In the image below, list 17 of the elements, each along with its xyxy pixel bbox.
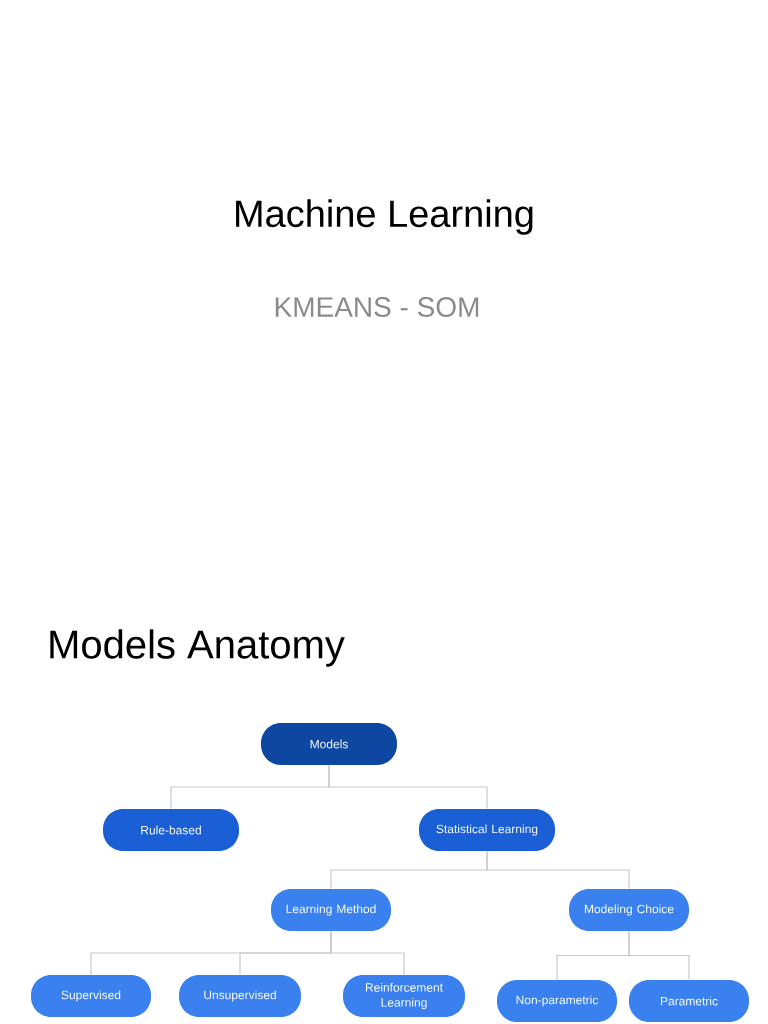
rounded-box: Modeling Choice — [569, 889, 689, 931]
rounded-box: Supervised — [31, 975, 151, 1017]
rounded-box: Unsupervised — [179, 975, 301, 1017]
rounded-box: Rule-based — [103, 809, 239, 851]
rounded-box: Reinforcement Learning — [343, 975, 465, 1017]
connector-line — [330, 930, 405, 976]
rounded-box: Parametric — [629, 980, 749, 1022]
slide-heading: Models Anatomy — [50, 629, 345, 667]
connector-line — [328, 764, 488, 810]
title: Machine Learning — [236, 199, 533, 235]
rounded-box: Learning Method — [271, 889, 391, 931]
subtitle: KMEANS - SOM — [275, 297, 479, 317]
rounded-box: Non-parametric — [497, 980, 617, 1022]
connector-line — [486, 850, 630, 890]
rounded-box: Models — [261, 723, 397, 765]
connector-line — [628, 930, 690, 981]
rounded-box: Statistical Learning — [419, 809, 555, 851]
